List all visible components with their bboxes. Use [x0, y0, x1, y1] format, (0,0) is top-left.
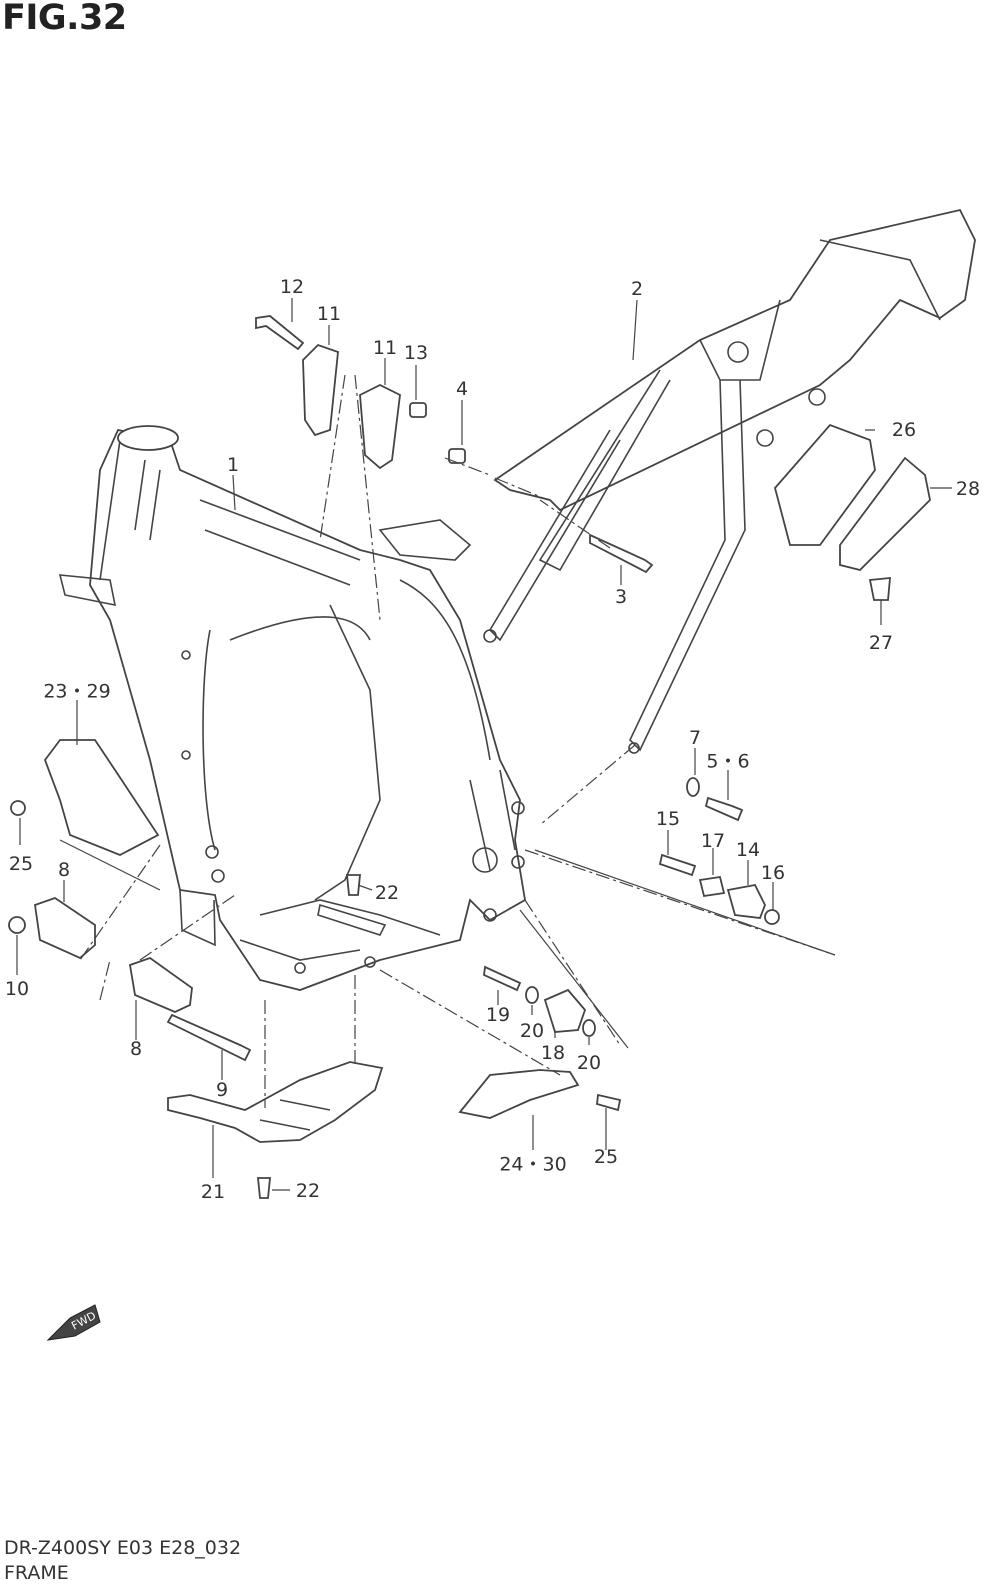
washer-7 [686, 777, 700, 797]
bolt-22-upper [346, 874, 361, 896]
washer-20-left [525, 986, 539, 1004]
callout-1: 1 [226, 454, 240, 476]
leader-lines [16, 298, 952, 1191]
callout-12: 12 [279, 276, 305, 298]
bolt-19 [483, 965, 522, 992]
callout-8: 8 [129, 1038, 143, 1060]
callout-17: 17 [700, 830, 726, 852]
washer-16 [764, 909, 780, 925]
engine-mount-bracket-right [359, 383, 401, 470]
callout-23-29: 23・29 [43, 680, 111, 703]
figure-title: FIG.32 [2, 0, 127, 38]
frame-guard-23-29 [43, 739, 160, 856]
callout-19: 19 [485, 1004, 511, 1026]
callout-10: 10 [4, 978, 30, 1000]
callout-20: 20 [519, 1020, 545, 1042]
callout-28: 28 [955, 478, 981, 500]
bolt-22-lower [257, 1177, 271, 1199]
callout-3: 3 [614, 586, 628, 608]
bolt-15 [658, 853, 697, 877]
nut-10 [8, 916, 26, 934]
callout-18: 18 [540, 1042, 566, 1064]
main-frame [58, 425, 526, 991]
regulator-28 [839, 456, 931, 571]
spacer-17 [698, 875, 726, 898]
callout-22: 22 [374, 882, 400, 904]
callout-11: 11 [372, 337, 398, 359]
callout-21: 21 [200, 1181, 226, 1203]
ignition-module-26 [774, 423, 876, 546]
engine-mount-bracket-left [302, 343, 339, 437]
frame-guard-24-30 [458, 1069, 580, 1119]
bushing-14 [726, 883, 766, 919]
roller-18 [543, 988, 587, 1033]
callout-2: 2 [630, 278, 644, 300]
callout-25: 25 [593, 1146, 619, 1168]
mount-plate-8-lower [128, 956, 193, 1013]
bolt-27 [868, 576, 891, 601]
callout-7: 7 [688, 727, 702, 749]
callout-22: 22 [295, 1180, 321, 1202]
fwd-arrow-icon: FWD [46, 1304, 101, 1341]
callout-11: 11 [316, 303, 342, 325]
callout-20: 20 [576, 1052, 602, 1074]
callout-26: 26 [891, 419, 917, 441]
callout-4: 4 [455, 378, 469, 400]
bolt-9 [166, 1013, 252, 1062]
model-code: DR-Z400SY E03 E28_032 [4, 1537, 242, 1559]
nut-13 [409, 402, 427, 418]
callout-27: 27 [868, 632, 894, 654]
callout-8: 8 [57, 859, 71, 881]
washer-20-right [582, 1019, 596, 1037]
bolt-25-right [596, 1093, 622, 1112]
callout-24-30: 24・30 [499, 1153, 567, 1176]
mount-plate-8-upper [34, 897, 96, 960]
bolt-5-6 [704, 796, 744, 822]
callout-16: 16 [760, 862, 786, 884]
skid-plate-21 [167, 1061, 384, 1143]
bolt-12 [255, 315, 305, 351]
section-name: FRAME [4, 1562, 69, 1584]
callout-15: 15 [655, 808, 681, 830]
bolt-25-left [10, 800, 26, 816]
callout-5-6: 5・6 [706, 750, 750, 773]
callout-14: 14 [735, 839, 761, 861]
callout-9: 9 [215, 1079, 229, 1101]
callout-13: 13 [403, 342, 429, 364]
callout-25: 25 [8, 853, 34, 875]
